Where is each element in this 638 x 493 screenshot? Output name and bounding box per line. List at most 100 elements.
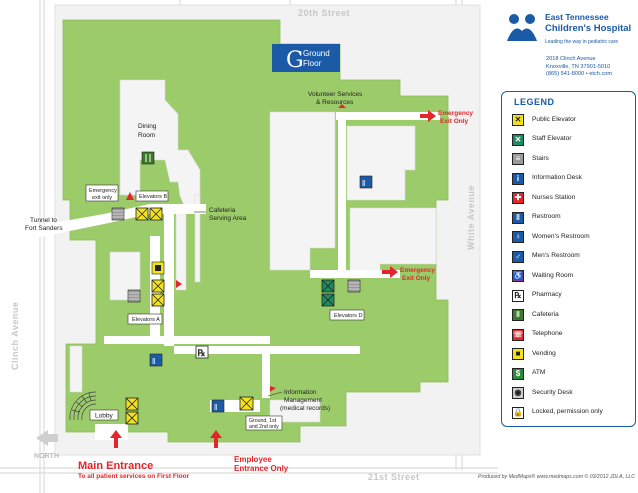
legend-item-label: Women's Restroom — [532, 232, 590, 240]
ground-only-label-2: and 2nd only — [249, 424, 279, 430]
information-desk-icon: i — [512, 172, 524, 185]
legend-item-label: Pharmacy — [532, 291, 562, 298]
legend-item-label: Men's Restroom — [532, 252, 580, 259]
womens-restroom-icon: ♀ — [512, 231, 524, 243]
legend-item-label: Information Desk — [532, 174, 582, 181]
hospital-name-2: Children's Hospital — [545, 23, 632, 34]
legend-item-label: Nurses Station — [532, 193, 576, 201]
employee-entrance-label-2: Entrance Only — [234, 464, 289, 473]
cafeteria-icon — [141, 151, 155, 165]
info-mgmt-label-3: (medical records) — [280, 405, 330, 412]
restroom-icon-west: ‖ — [149, 353, 163, 367]
elevators-b-label: Elevators B — [139, 194, 167, 200]
stairs-d — [347, 279, 361, 293]
pharmacy-icon: ℞ — [195, 345, 209, 359]
staff-elevator-icon: ✕ — [512, 133, 524, 146]
info-mgmt-label-2: Management — [284, 397, 322, 404]
legend-item: ♂Men's Restroom — [512, 250, 632, 265]
lock-icon: 🔒 — [512, 406, 524, 419]
stairs — [111, 207, 361, 303]
exit-arrows — [110, 104, 436, 448]
security-desk-icon: ◉ — [512, 387, 524, 399]
legend-item-label: Staff Elevator — [532, 135, 572, 142]
emergency-exit-2-label: Emergency — [400, 267, 435, 274]
legend: LEGEND ✕ Public Elevator ✕ Staff Elevator ≡ S… — [501, 91, 636, 427]
legend-item: ✚ Nurses Station — [512, 192, 632, 206]
floor-title-top: Ground — [303, 49, 330, 58]
legend-item: ■Vending — [512, 348, 632, 362]
hospital-address-3: (865) 541-8000 • etch.com — [546, 71, 613, 77]
legend-item: i Information Desk — [512, 172, 632, 187]
elevator-a-2 — [151, 293, 165, 307]
legend-item-label: Public Elevator — [532, 115, 576, 123]
restroom-icon-east: ‖ — [359, 175, 373, 189]
telephone-icon: ☏ — [512, 328, 524, 341]
credit-line: Produced by MedMaps® www.medmaps.com © 0… — [478, 474, 635, 480]
legend-title: LEGEND — [514, 97, 555, 107]
nurses-station-icon: ✚ — [512, 192, 524, 204]
cafeteria-label: Cafeteria — [209, 207, 236, 214]
elevator-lobby-1 — [125, 397, 139, 411]
public-elevators — [125, 207, 254, 425]
emergency-exit-1-label-2: Exit Only — [440, 118, 469, 125]
svg-text:‖: ‖ — [362, 179, 365, 188]
street-south: 21st Street — [368, 472, 420, 482]
staff-elevators — [321, 279, 335, 307]
restroom-icon-south: ‖ — [211, 399, 225, 413]
svg-text:℞: ℞ — [198, 348, 206, 358]
atm-icon: $ — [512, 367, 524, 380]
emergency-exit-2-label-2: Exit Only — [402, 275, 431, 282]
restroom-icon: ‖ — [512, 211, 524, 224]
stairs-icon: ≡ — [512, 153, 524, 165]
employee-entrance-arrow — [210, 430, 222, 448]
cafeteria-arrow — [176, 280, 182, 288]
volunteer-label: Volunteer Services — [308, 91, 363, 98]
non-public-areas — [69, 79, 437, 423]
elevator-lobby-2 — [125, 411, 139, 425]
legend-item-label: Waiting Room — [532, 271, 574, 279]
elevators-d-label: Elevators D — [334, 313, 362, 319]
main-entrance-label: Main Entrance — [78, 460, 153, 472]
elevators-a-label: Elevators A — [132, 317, 160, 323]
legend-item-label: Cafeteria — [532, 310, 559, 318]
emergency-only-arrow — [126, 192, 134, 200]
cafeteria-icon: ‖ — [512, 309, 524, 321]
legend-item-label: Telephone — [532, 330, 563, 337]
north-arrow: NORTH — [34, 430, 59, 460]
main-entrance-arrow — [110, 430, 122, 448]
legend-item: $ ATM — [512, 367, 632, 382]
emergency-exit-1-label: Emergency — [438, 110, 473, 117]
legend-item: ✕ Staff Elevator — [512, 133, 632, 148]
legend-item-label: Vending — [532, 349, 556, 357]
floor-title-badge: G Ground Floor — [272, 44, 340, 73]
elevator-info — [239, 396, 254, 411]
vending-icon — [151, 261, 165, 275]
elevator-a-1 — [151, 279, 165, 293]
legend-item: ℞ Pharmacy — [512, 289, 632, 304]
legend-item: ‖Restroom — [512, 211, 632, 226]
dining-label: Dining — [138, 123, 157, 130]
street-north: 20th Street — [298, 8, 350, 18]
hospital-address-2: Knoxville, TN 37901-5010 — [546, 63, 611, 70]
elevator-d-1 — [321, 279, 335, 293]
hospital-tagline: Leading the way in pediatric care — [545, 39, 619, 45]
tunnel-label-2: Fort Sanders — [25, 225, 63, 232]
legend-item: ♿Waiting Room — [512, 270, 632, 284]
hospital-address-1: 2018 Clinch Avenue — [546, 56, 596, 62]
lobby-label: Lobby — [95, 413, 113, 420]
lobby-stairs — [69, 391, 97, 421]
legend-item: ♀ Women's Restroom — [512, 231, 632, 245]
legend-item-label: Locked, permission only — [532, 408, 603, 415]
legend-item-label: Stairs — [532, 154, 549, 162]
floor-letter-icon: G — [286, 48, 304, 73]
legend-item: 🔒 Locked, permission only — [512, 406, 632, 421]
elevator-b-2 — [149, 207, 163, 221]
legend-panel: East Tennessee Children's Hospital Leadi… — [478, 0, 638, 493]
emergency-only-label-2: exit only — [92, 195, 112, 201]
main-entrance-sublabel: To all patient services on First Floor — [78, 473, 190, 480]
svg-text:‖: ‖ — [214, 403, 217, 412]
volunteer-label-2: & Resources — [316, 99, 354, 106]
legend-item-label: ATM — [532, 369, 546, 376]
pharmacy-icon: ℞ — [512, 289, 524, 302]
